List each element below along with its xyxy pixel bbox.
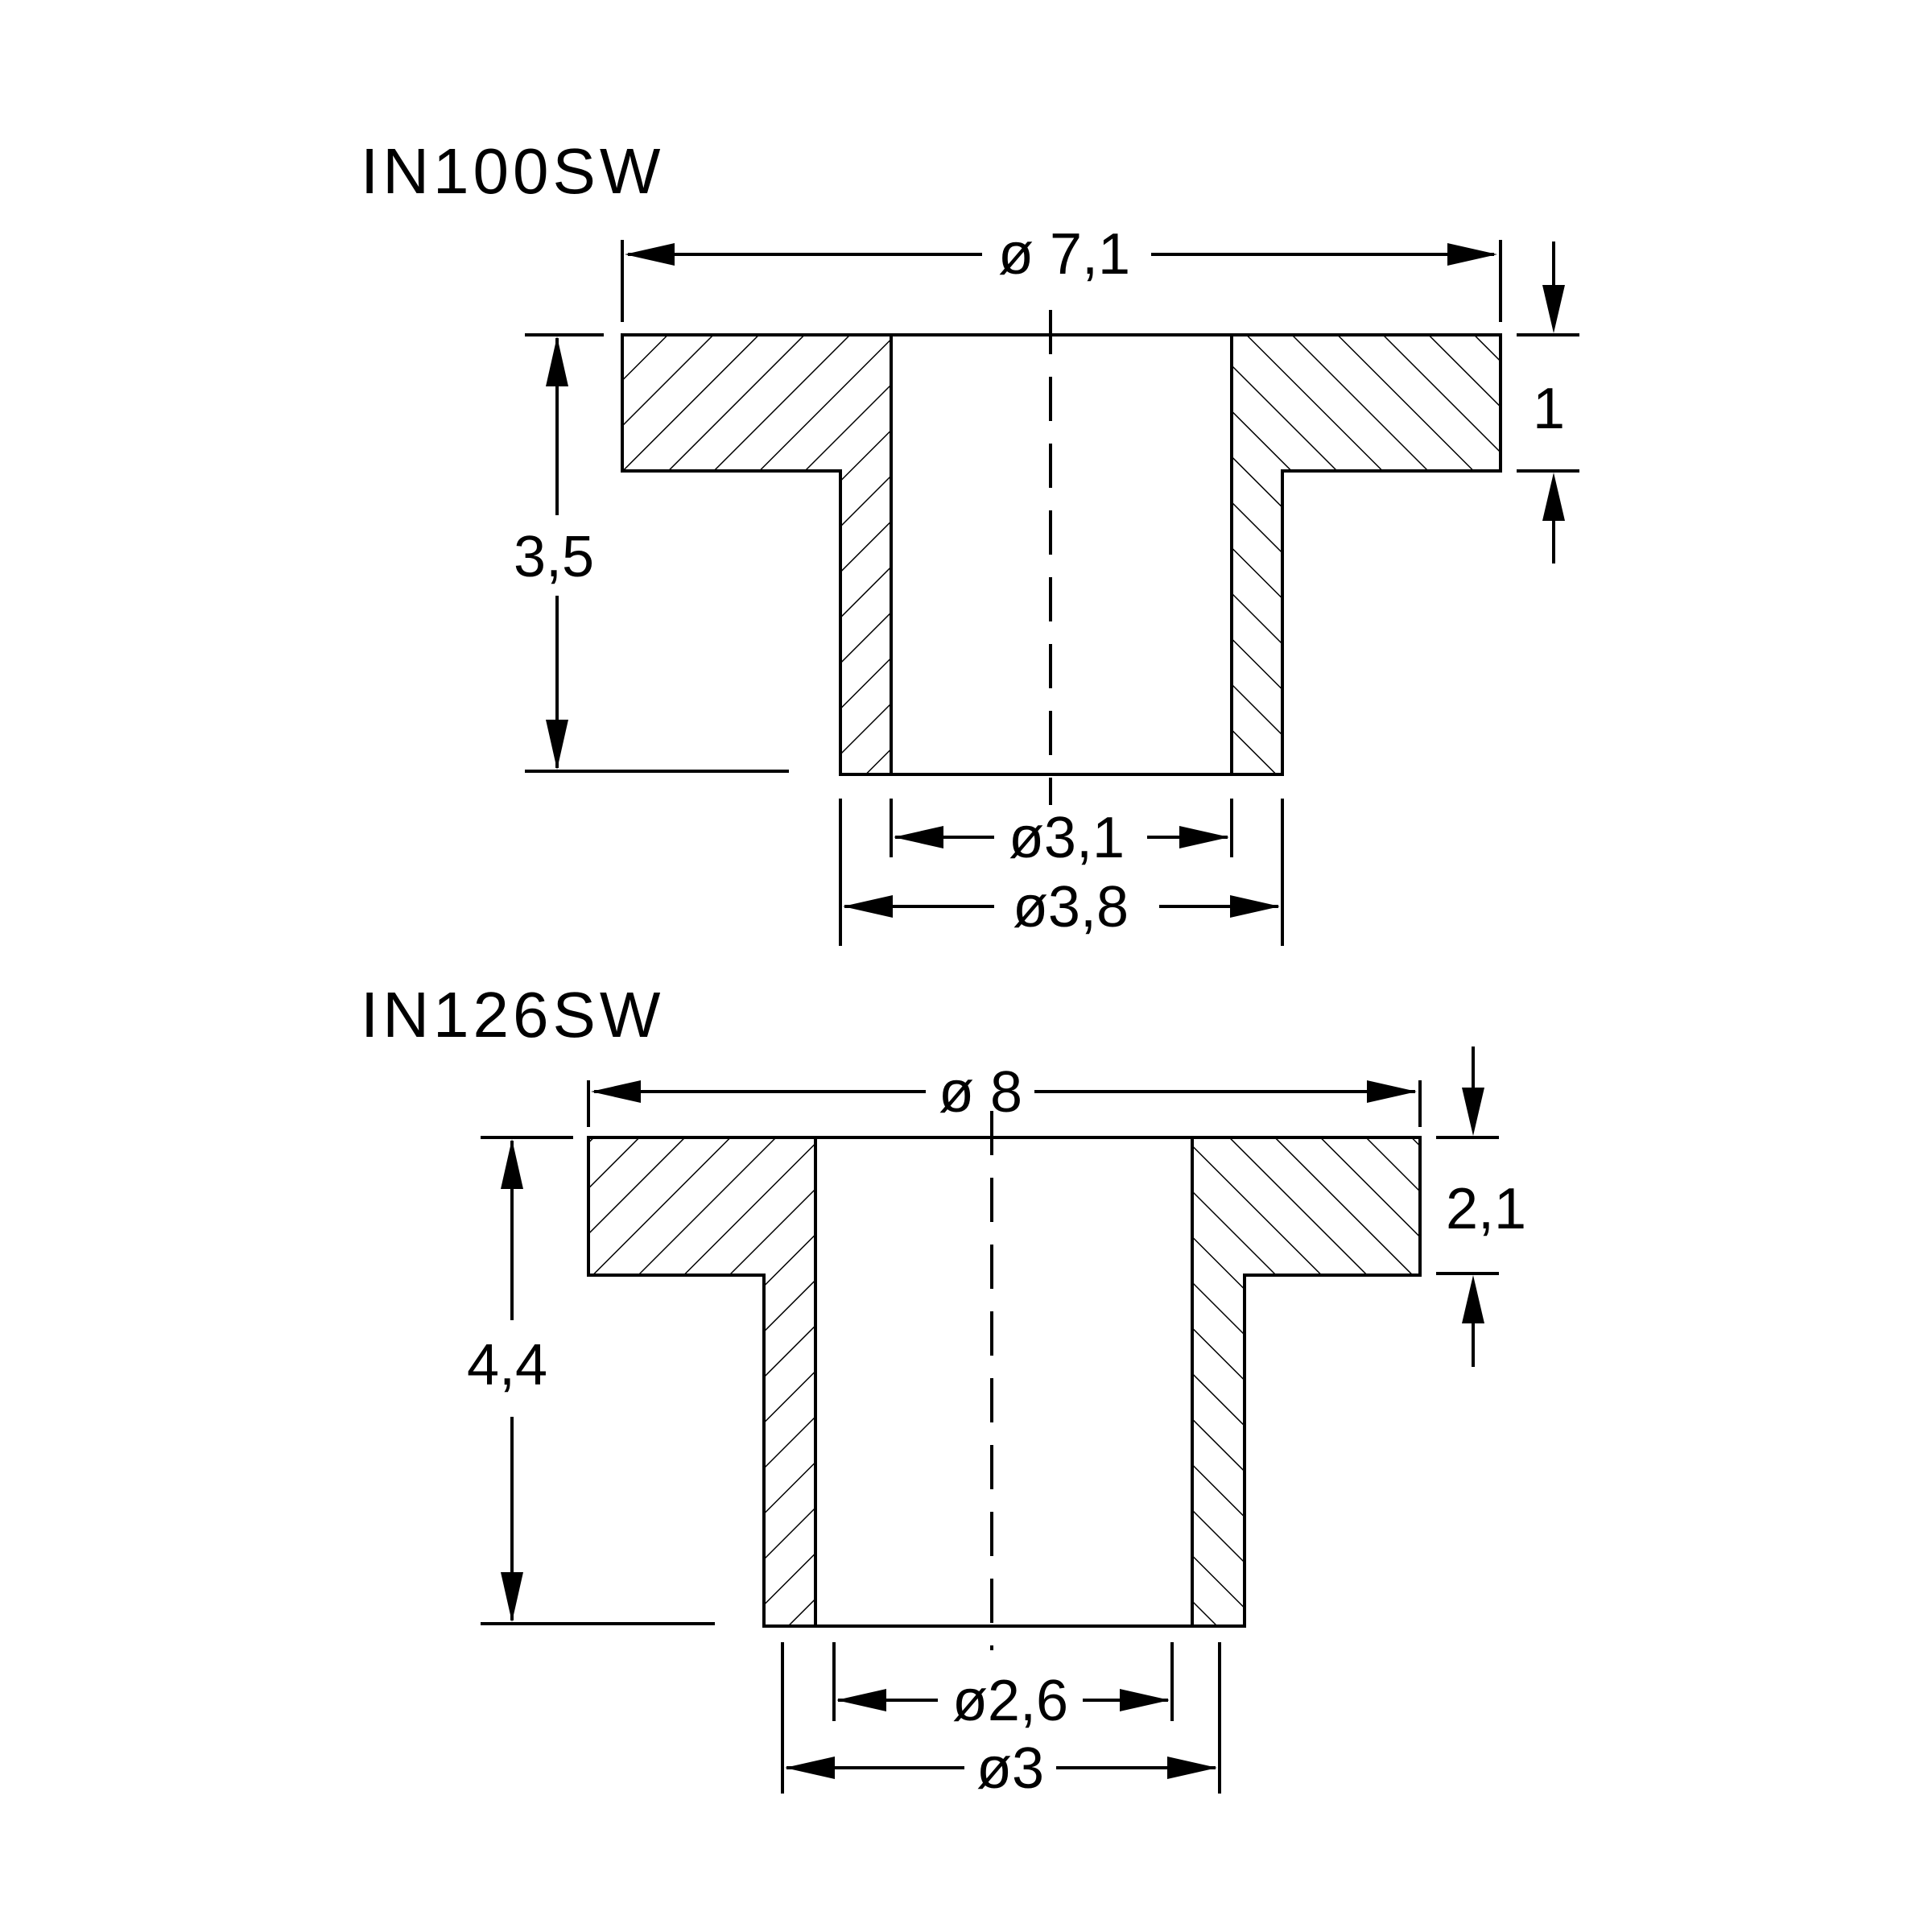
part-label-in100sw: IN100SW — [361, 135, 664, 207]
section-view-in100sw — [621, 310, 1502, 805]
dimension-label-total-height: 3,5 — [514, 525, 594, 589]
dimension-total-height: 3,5 — [514, 333, 789, 773]
dimension-label-flange-thickness: 1 — [1533, 377, 1565, 441]
part-label-in126sw: IN126SW — [361, 979, 664, 1051]
dimension-inner-diameter: ø3,1 — [890, 799, 1233, 870]
dimension-outer-diameter: ø3,8 — [839, 799, 1284, 946]
dimension-inner-diameter: ø2,6 — [832, 1642, 1174, 1733]
hatched-section-left — [587, 1136, 817, 1628]
hatched-section-right — [1230, 333, 1502, 776]
dimension-label-inner-diameter: ø3,1 — [1009, 806, 1125, 870]
dimension-total-height: 4,4 — [467, 1136, 715, 1625]
dimension-outer-diameter: ø3 — [781, 1642, 1221, 1801]
dimension-label-total-height: 4,4 — [467, 1333, 547, 1397]
dimension-label-flange-diameter: ø 7,1 — [998, 222, 1130, 287]
section-view-in126sw — [587, 1111, 1422, 1650]
part-in100sw: IN100SW ø 7,1 1 — [361, 135, 1579, 946]
dimension-flange-thickness: 2,1 — [1436, 1046, 1526, 1367]
dimension-label-outer-diameter: ø3,8 — [1013, 875, 1129, 939]
dimension-flange-diameter: ø 7,1 — [621, 222, 1502, 322]
hatched-section-left — [621, 333, 893, 776]
dimension-flange-diameter: ø 8 — [587, 1060, 1422, 1127]
dimension-label-flange-diameter: ø 8 — [939, 1060, 1022, 1125]
hatched-section-right — [1191, 1136, 1422, 1628]
dimension-label-inner-diameter: ø2,6 — [952, 1669, 1068, 1733]
dimension-label-flange-thickness: 2,1 — [1446, 1177, 1526, 1241]
dimension-flange-thickness: 1 — [1517, 242, 1579, 564]
dimension-label-outer-diameter: ø3 — [976, 1736, 1044, 1801]
part-in126sw: IN126SW ø 8 2,1 — [361, 979, 1526, 1801]
